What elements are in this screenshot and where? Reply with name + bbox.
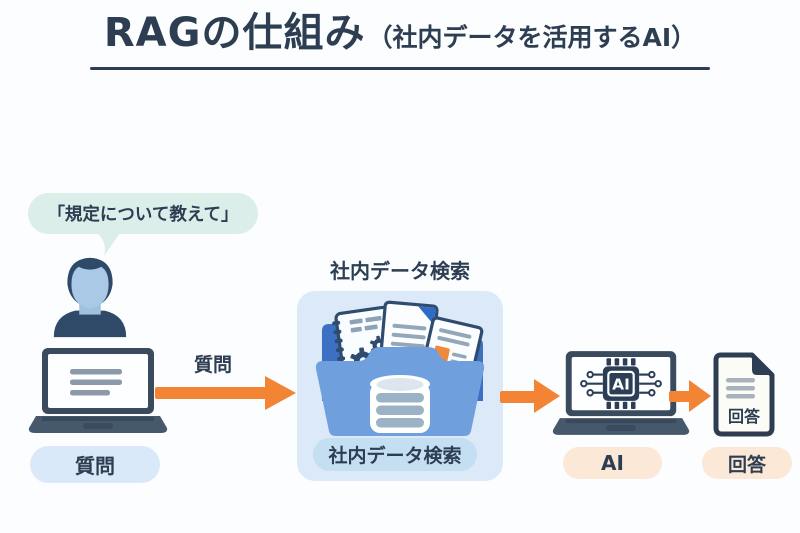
search-node-label-text: 社内データ検索 [328, 445, 462, 467]
question-node-label: 質問 [30, 446, 160, 483]
arrow-shaft [669, 390, 692, 402]
folder-documents-database-icon [315, 300, 485, 436]
page-title-row: RAGの仕組み（社内データを活用するAI） [0, 0, 800, 58]
title-block: RAGの仕組み（社内データを活用するAI） [0, 0, 800, 70]
answer-document-icon: 回答 [713, 352, 775, 437]
search-node-label: 社内データ検索 [313, 438, 477, 471]
database-icon [370, 375, 430, 433]
speech-bubble: 「規定について教えて」 [28, 193, 258, 234]
arrow-head [689, 380, 711, 412]
speech-bubble-tail-icon [94, 230, 122, 256]
ai-node-label: AI [563, 447, 662, 479]
arrow-shaft [500, 391, 538, 403]
page-title: RAGの仕組み [103, 10, 366, 56]
answer-doc-text: 回答 [728, 407, 761, 426]
question-arrow-label: 質問 [193, 354, 232, 376]
arrow-shaft [155, 387, 267, 399]
arrow-question-to-search-icon [155, 376, 297, 410]
page-subtitle: （社内データを活用するAI） [367, 23, 697, 52]
arrow-search-to-ai-icon [500, 379, 560, 414]
arrow-head [265, 376, 296, 410]
ai-chip-icon: AI [580, 358, 662, 410]
ai-laptop-icon: AI [552, 351, 690, 435]
answer-node-label-text: 回答 [727, 453, 766, 476]
search-heading: 社内データ検索 [330, 259, 470, 283]
user-laptop-icon [28, 348, 168, 433]
user-person-icon [53, 257, 127, 338]
ai-chip-text: AI [612, 376, 630, 394]
arrow-head [534, 379, 560, 413]
arrow-ai-to-answer-icon [669, 380, 711, 412]
speech-bubble-text: 「規定について教えて」 [47, 205, 239, 225]
screen-text-lines [70, 369, 122, 396]
answer-node-label: 回答 [702, 447, 792, 479]
title-underline [90, 67, 710, 70]
ai-node-label-text: AI [601, 451, 624, 475]
question-node-label-text: 質問 [75, 454, 115, 478]
